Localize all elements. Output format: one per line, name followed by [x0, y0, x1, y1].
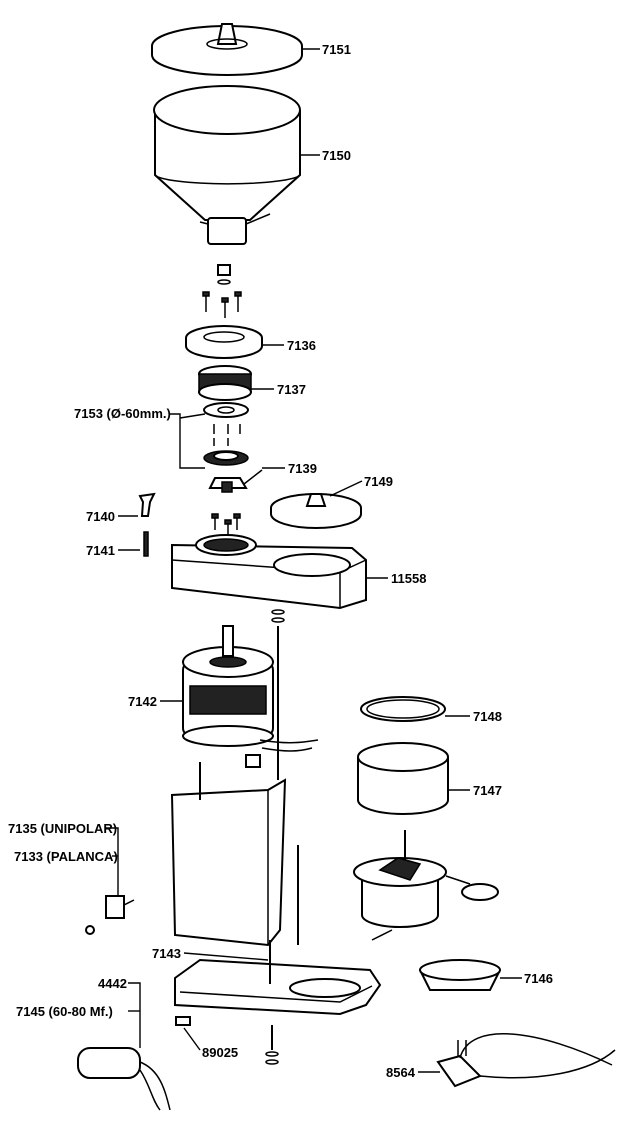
power-plug [436, 1033, 616, 1088]
hopper-lid [151, 23, 303, 76]
label-8564: 8564 [386, 1065, 416, 1080]
label-7151: 7151 [322, 42, 351, 57]
lever-pin [138, 492, 156, 557]
part-labels: 7151 7150 7136 7137 7153 (Ø-60mm.) 7139 … [8, 42, 553, 1080]
label-7143: 7143 [152, 946, 181, 961]
label-7142: 7142 [128, 694, 157, 709]
label-7153: 7153 (Ø-60mm.) [74, 406, 171, 421]
label-7140: 7140 [86, 509, 115, 524]
screws-bottom [175, 1016, 279, 1065]
main-housing [170, 762, 287, 947]
top-housing [171, 534, 367, 610]
drip-tray [419, 959, 501, 991]
switch [85, 895, 135, 935]
label-7135: 7135 (UNIPOLAR) [8, 821, 117, 836]
doser-body [353, 830, 499, 941]
gasket-ring [360, 696, 446, 722]
label-7136: 7136 [287, 338, 316, 353]
leader-lines [106, 48, 522, 1073]
hopper [153, 85, 301, 245]
motor [182, 625, 319, 768]
label-89025: 89025 [202, 1045, 238, 1060]
screws-upper [202, 264, 242, 318]
label-7148: 7148 [473, 709, 502, 724]
label-7137: 7137 [277, 382, 306, 397]
burr-carrier [198, 365, 252, 401]
label-7141: 7141 [86, 543, 115, 558]
label-11558: 11558 [391, 571, 426, 586]
dosing-cap [270, 493, 362, 529]
dose-container [357, 742, 449, 815]
label-7150: 7150 [322, 148, 351, 163]
grinding-burrs [203, 402, 249, 466]
label-7149: 7149 [364, 474, 393, 489]
grinder-hub [208, 469, 263, 493]
label-7145: 7145 (60-80 Mf.) [16, 1004, 113, 1019]
label-4442: 4442 [98, 976, 127, 991]
label-7147: 7147 [473, 783, 502, 798]
threaded-rods [271, 609, 299, 945]
screws-mid [211, 513, 241, 536]
label-7146: 7146 [524, 971, 553, 986]
adjustment-ring [185, 325, 263, 359]
label-7133: 7133 (PALANCA) [14, 849, 118, 864]
capacitor [77, 1047, 171, 1111]
label-7139: 7139 [288, 461, 317, 476]
base-plate [174, 940, 382, 1016]
